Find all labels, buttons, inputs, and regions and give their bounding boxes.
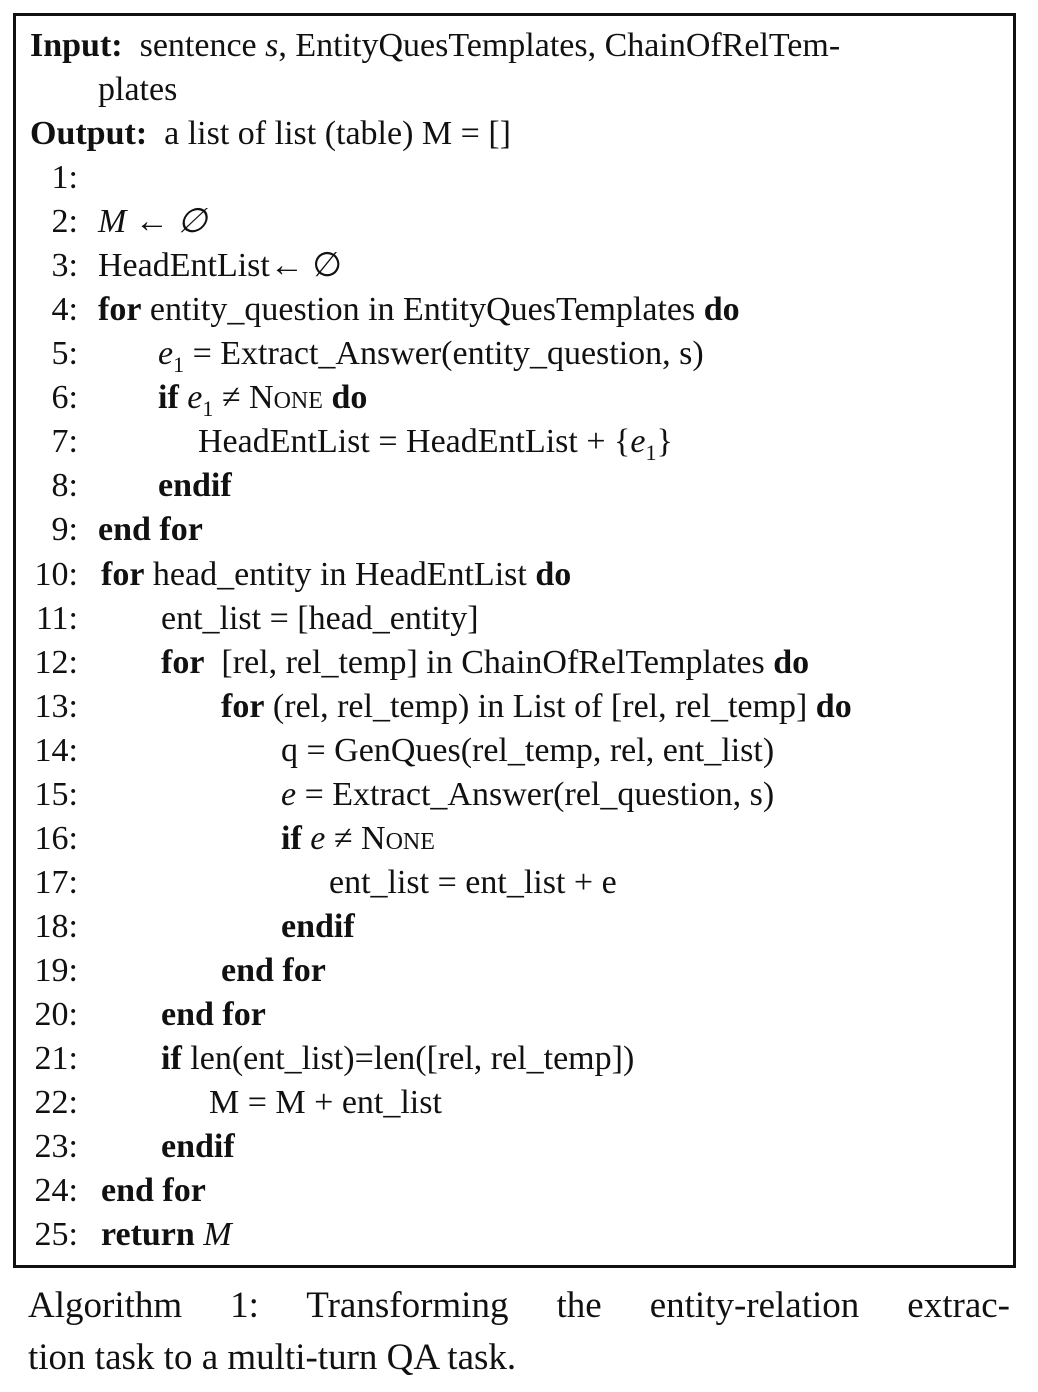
line-number: 22: (34, 1084, 78, 1121)
line-number: 20: (34, 996, 78, 1033)
line-number: 24: (34, 1172, 78, 1209)
input-label: Input: (30, 27, 123, 64)
line-code: (rel, rel_temp) in List of [rel, rel_tem… (264, 688, 816, 725)
line-code: q = GenQues(rel_temp, rel, ent_list) (281, 732, 775, 769)
line-number: 5: (51, 335, 78, 372)
output-text: a list of list (table) M = [] (164, 115, 511, 152)
keyword-end-for: end for (161, 996, 266, 1033)
line-code: ent_list = [head_entity] (161, 600, 479, 637)
line-code: M ← ∅ (98, 203, 207, 240)
line-code: len(ent_list)=len([rel, rel_temp]) (181, 1040, 635, 1077)
line-number: 14: (34, 732, 78, 769)
line-number: 18: (34, 908, 78, 945)
line-number: 21: (34, 1040, 78, 1077)
line-number: 11: (35, 600, 78, 637)
line-number: 19: (34, 952, 78, 989)
input-text-part1: sentence (139, 27, 266, 64)
keyword-for: for (221, 688, 265, 725)
line-code: head_entity in HeadEntList (144, 556, 536, 593)
line-number: 2: (51, 203, 78, 240)
variable-e: e (281, 776, 297, 813)
keyword-endif: endif (158, 467, 232, 504)
none-constant: None (361, 820, 435, 857)
line-number: 12: (34, 644, 78, 681)
input-text-part3: plates (98, 71, 178, 108)
input-line-continued: plates (98, 68, 177, 112)
not-equal-op: ≠ (213, 379, 250, 416)
line-number: 7: (51, 423, 78, 460)
keyword-end-for: end for (221, 952, 326, 989)
line-number: 15: (34, 776, 78, 813)
variable-e: e (310, 820, 326, 857)
input-variable-s: s (265, 27, 279, 64)
keyword-do: do (331, 379, 368, 416)
output-label: Output: (30, 115, 148, 152)
keyword-do: do (773, 644, 810, 681)
keyword-if: if (161, 1040, 182, 1077)
line-number: 16: (34, 820, 78, 857)
keyword-if: if (158, 379, 179, 416)
input-text-part2: , EntityQuesTemplates, ChainOfRelTem- (278, 27, 841, 64)
caption-line-1: Algorithm 1: Transforming the entity-rel… (28, 1285, 1010, 1326)
keyword-end-for: end for (101, 1172, 206, 1209)
line-code: ent_list = ent_list + e (329, 864, 617, 901)
subscript: 1 (173, 351, 185, 377)
algorithm-box: Input: sentence s, EntityQuesTemplates, … (13, 13, 1016, 1268)
keyword-do: do (703, 291, 740, 328)
output-line: Output: a list of list (table) M = [] (30, 112, 511, 156)
variable-e: e (187, 379, 203, 416)
line-code: = Extract_Answer(rel_question, s) (296, 776, 775, 813)
line-number: 3: (51, 247, 78, 284)
algorithm-caption: Algorithm 1: Transforming the entity-rel… (28, 1280, 1010, 1384)
line-code: HeadEntList = HeadEntList + { (198, 423, 631, 460)
variable-m: M (203, 1216, 232, 1253)
subscript: 1 (645, 439, 657, 465)
line-code: M = M + ent_list (209, 1084, 442, 1121)
line-code-end: } (656, 423, 673, 460)
caption-line-2: tion task to a multi-turn QA task. (28, 1337, 517, 1378)
line-code: HeadEntList← ∅ (98, 247, 342, 284)
line-number: 4: (51, 291, 78, 328)
keyword-if: if (281, 820, 302, 857)
line-number: 25: (34, 1216, 78, 1253)
not-equal-op: ≠ (325, 820, 362, 857)
line-number: 6: (51, 379, 78, 416)
line-number: 1: (51, 159, 78, 196)
none-constant: None (249, 379, 323, 416)
subscript: 1 (202, 395, 214, 421)
keyword-endif: endif (161, 1128, 235, 1165)
line-code: [rel, rel_temp] in ChainOfRelTemplates (204, 644, 774, 681)
line-number: 23: (34, 1128, 78, 1165)
variable-e: e (630, 423, 646, 460)
keyword-endif: endif (281, 908, 355, 945)
keyword-return: return (101, 1216, 195, 1253)
line-code: = Extract_Answer(entity_question, s) (184, 335, 704, 372)
line-number: 13: (34, 688, 78, 725)
line-number: 9: (51, 511, 78, 548)
line-number: 10: (34, 556, 78, 593)
line-number: 17: (34, 864, 78, 901)
input-line: Input: sentence s, EntityQuesTemplates, … (30, 24, 840, 68)
keyword-for: for (98, 291, 142, 328)
variable-e: e (158, 335, 174, 372)
keyword-end-for: end for (98, 511, 203, 548)
keyword-do: do (815, 688, 852, 725)
line-code: entity_question in EntityQuesTemplates (141, 291, 704, 328)
keyword-for: for (161, 644, 205, 681)
keyword-for: for (101, 556, 145, 593)
line-number: 8: (51, 467, 78, 504)
keyword-do: do (535, 556, 572, 593)
